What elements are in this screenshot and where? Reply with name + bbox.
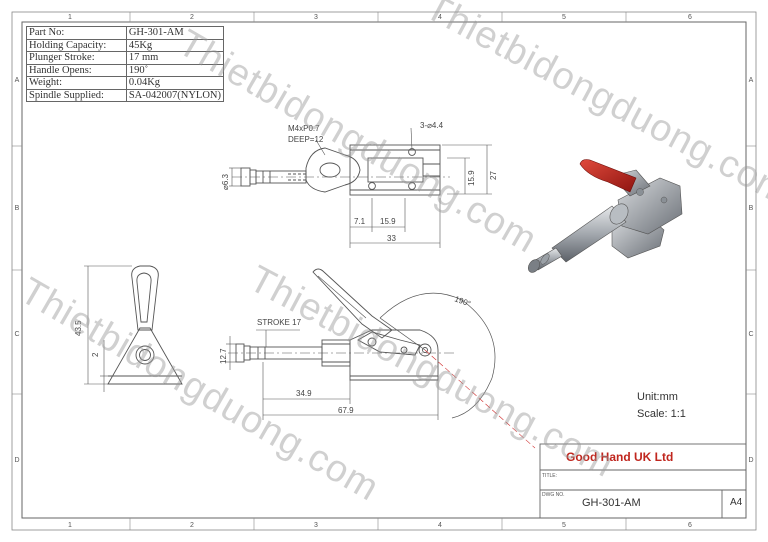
- row-label: A: [15, 77, 20, 84]
- company-name: Good Hand UK Ltd: [566, 450, 674, 464]
- clamp-3d-illustration: [527, 159, 683, 273]
- spec-value: 17 mm: [125, 51, 225, 65]
- zone-labels: 1 2 3 4 5 6 1 2 3 4 5 6 A B C D A B C D: [14, 14, 753, 529]
- front-view-dimensions: [226, 329, 439, 420]
- table-row: Plunger Stroke:17 mm: [26, 51, 225, 65]
- unit-note: Unit:mm: [637, 391, 678, 403]
- outer-frame: [11, 11, 757, 531]
- col-label: 4: [438, 14, 442, 21]
- spec-value: SA-042007(NYLON): [125, 88, 225, 102]
- col-label: 3: [314, 522, 318, 529]
- spec-label: Spindle Supplied:: [26, 88, 127, 102]
- table-row: Handle Opens:190˚: [26, 63, 225, 77]
- row-label: D: [748, 457, 753, 464]
- col-label: 5: [562, 14, 566, 21]
- spec-label: Handle Opens:: [26, 63, 127, 77]
- hole-note: 3-⌀4.4: [420, 121, 444, 130]
- zone-ticks: [12, 12, 756, 530]
- stroke-note: STROKE 17: [257, 318, 302, 327]
- table-row: Holding Capacity:45Kg: [26, 38, 225, 52]
- dim-15-9: 15.9: [380, 217, 396, 226]
- col-label: 2: [190, 14, 194, 21]
- spec-value: 0.04Kg: [125, 76, 225, 90]
- dim-67-9: 67.9: [338, 406, 354, 415]
- col-label: 1: [68, 522, 72, 529]
- scale-note: Scale: 1:1: [637, 408, 686, 420]
- dim-7-1: 7.1: [354, 217, 366, 226]
- drawing-number: GH-301-AM: [582, 497, 641, 509]
- dwg-label: DWG NO.: [542, 492, 565, 498]
- spec-value: 45Kg: [125, 38, 225, 52]
- col-label: 4: [438, 522, 442, 529]
- top-view: [232, 144, 450, 196]
- row-label: B: [749, 205, 754, 212]
- table-row: Part No:GH-301-AM: [26, 26, 225, 40]
- col-label: 2: [190, 522, 194, 529]
- spec-value: 190˚: [125, 63, 225, 77]
- col-label: 6: [688, 522, 692, 529]
- col-label: 1: [68, 14, 72, 21]
- thread-note: M4xP0.7: [288, 124, 320, 133]
- handle-rotation-arc: [379, 292, 536, 449]
- dim-43-5: 43.5: [74, 320, 83, 336]
- dim-33: 33: [387, 234, 396, 243]
- row-label: D: [14, 457, 19, 464]
- thread-depth-note: DEEP=12: [288, 135, 324, 144]
- row-label: C: [748, 331, 753, 338]
- sheet-size: A4: [730, 497, 743, 508]
- spec-label: Weight:: [26, 76, 127, 90]
- side-view: [107, 265, 183, 385]
- top-view-dimensions: [229, 127, 492, 248]
- spec-table: Part No:GH-301-AM Holding Capacity:45Kg …: [26, 26, 225, 102]
- side-view-dimensions: [84, 265, 132, 392]
- table-row: Spindle Supplied:SA-042007(NYLON): [26, 88, 225, 102]
- spec-label: Part No:: [26, 26, 127, 40]
- title-block: [539, 443, 747, 519]
- angle-note: 190°: [453, 294, 472, 308]
- table-row: Weight:0.04Kg: [26, 76, 225, 90]
- dim-2: 2: [91, 352, 100, 357]
- side-view-labels: 43.5 2: [74, 320, 100, 357]
- dim-34-9: 34.9: [296, 389, 312, 398]
- dim-12-7: 12.7: [219, 348, 228, 364]
- row-label: C: [14, 331, 19, 338]
- spec-label: Plunger Stroke:: [26, 51, 127, 65]
- spec-value: GH-301-AM: [125, 26, 225, 40]
- spec-label: Holding Capacity:: [26, 38, 127, 52]
- col-label: 3: [314, 14, 318, 21]
- row-label: B: [15, 205, 20, 212]
- front-view-labels: STROKE 17 190° 12.7 34.9 67.9: [219, 294, 472, 415]
- dim-27: 27: [489, 171, 498, 180]
- col-label: 6: [688, 14, 692, 21]
- front-view: [228, 268, 455, 381]
- row-label: A: [749, 77, 754, 84]
- top-view-labels: M4xP0.7 DEEP=12 3-⌀4.4 ⌀6.3 15.9 27 7.1 …: [221, 121, 498, 243]
- dim-diameter: ⌀6.3: [221, 174, 230, 190]
- title-label: TITLE:: [542, 473, 558, 479]
- col-label: 5: [562, 522, 566, 529]
- dim-15-9-vertical: 15.9: [467, 170, 476, 186]
